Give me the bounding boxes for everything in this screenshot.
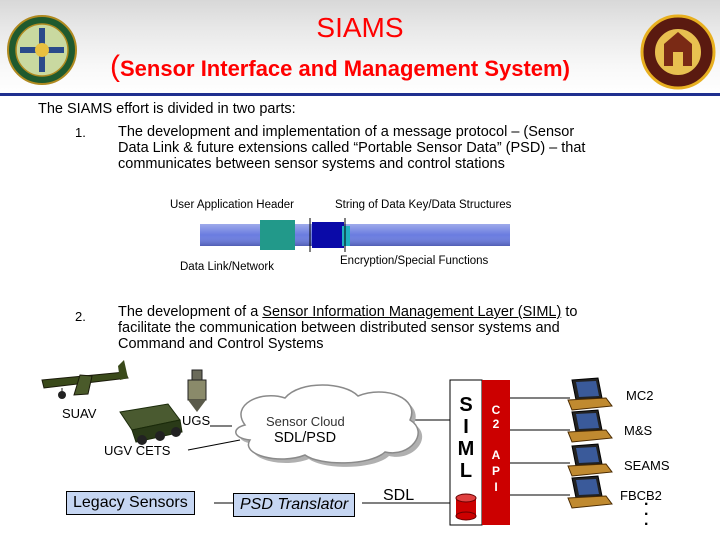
sdl-label: SDL — [383, 487, 415, 504]
item1-line2: Data Link & future extensions called “Po… — [118, 140, 586, 156]
api-label: A P I — [484, 447, 508, 495]
item2-number: 2. — [75, 309, 86, 324]
item1-line1: The development and implementation of a … — [118, 124, 575, 140]
siml-letter: I — [463, 416, 469, 438]
right-emblem-logo — [640, 14, 716, 90]
left-emblem-logo — [7, 15, 77, 85]
item2-line3: Command and Control Systems — [118, 336, 324, 352]
ugv-label: UGV CETS — [104, 443, 171, 458]
database-icon — [455, 493, 477, 521]
station-label-seams: SEAMS — [624, 458, 670, 473]
suav-label: SUAV — [62, 406, 97, 421]
item2-line1: The development of a Sensor Information … — [118, 304, 577, 320]
item2-line2: facilitate the communication between dis… — [118, 320, 560, 336]
psd-translator-box: PSD Translator — [233, 493, 356, 517]
ellipsis-dot: . — [644, 512, 649, 529]
siml-link[interactable]: Sensor Information Management Layer (SIM… — [262, 304, 562, 320]
ellipsis-dot: . — [644, 502, 649, 519]
suav-aircraft-icon — [41, 360, 129, 399]
api-letter: A — [491, 448, 501, 462]
c2-letter: C — [491, 403, 501, 417]
ugv-cloud-line — [187, 439, 241, 451]
data-link-network-label: Data Link/Network — [180, 261, 274, 273]
item1-line3: communicates between sensor systems and … — [118, 156, 505, 172]
intro-text: The SIAMS effort is divided in two parts… — [38, 101, 296, 117]
ellipsis-dot: . — [644, 492, 649, 509]
siml-letter: S — [459, 394, 473, 416]
slide-header — [0, 0, 720, 95]
api-letter: I — [494, 480, 498, 494]
siml-letter: M — [457, 438, 475, 460]
architecture-diagram — [41, 360, 613, 526]
ugv-vehicle-icon — [119, 403, 183, 445]
protocol-diagram: User Application Header String of Data K… — [160, 190, 550, 278]
c2-letter: 2 — [492, 417, 500, 431]
laptop-icon-fbcb2 — [567, 475, 613, 509]
laptop-icon-mc2 — [567, 377, 613, 411]
legacy-sensors-box: Legacy Sensors — [66, 491, 195, 515]
header-rule — [0, 93, 720, 96]
subtitle-text: Sensor Interface and Management System) — [120, 56, 570, 81]
slide-subtitle: (Sensor Interface and Management System) — [110, 50, 570, 84]
siml-letter: L — [459, 460, 473, 482]
item1-number: 1. — [75, 125, 86, 140]
api-column — [482, 380, 510, 525]
protocol-packet-bar — [200, 220, 510, 250]
c2-label: C 2 — [484, 403, 508, 431]
user-application-header-label: User Application Header — [170, 199, 295, 211]
station-label-fbcb2: FBCB2 — [620, 488, 662, 503]
encryption-label: Encryption/Special Functions — [340, 255, 489, 267]
subtitle-paren: ( — [110, 50, 120, 83]
ugs-sensor-icon — [187, 369, 207, 412]
sensor-cloud-title: Sensor Cloud — [266, 414, 345, 429]
item2-line1-pre: The development of a — [118, 304, 263, 320]
ugs-label: UGS — [182, 413, 211, 428]
api-letter: P — [491, 464, 500, 478]
laptop-icon-seams — [567, 443, 613, 477]
slide-title: SIAMS — [316, 12, 404, 43]
sensor-cloud-shape — [235, 384, 423, 467]
siml-label: S I M L — [455, 394, 477, 482]
data-string-label: String of Data Key/Data Structures — [335, 199, 512, 211]
station-label-ms: M&S — [624, 423, 653, 438]
laptop-icon-ms — [567, 409, 613, 443]
sensor-cloud-subtitle: SDL/PSD — [274, 430, 337, 446]
item2-line1-post: to — [561, 304, 578, 320]
more-stations-ellipsis: . . . — [644, 492, 649, 529]
station-label-mc2: MC2 — [626, 388, 654, 403]
